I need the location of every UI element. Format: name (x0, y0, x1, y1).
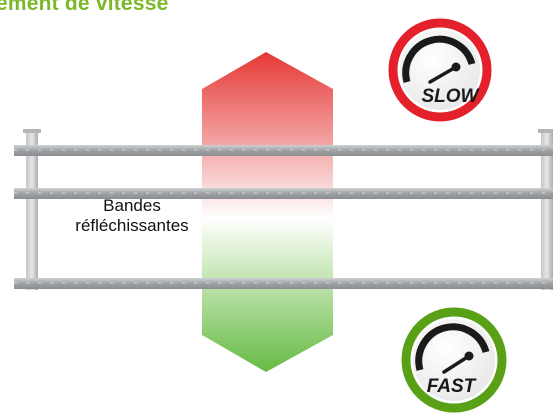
bands-label-line-2: réfléchissantes (75, 216, 189, 235)
slow-label: SLOW (422, 86, 481, 107)
reflective-band-top (14, 145, 553, 156)
reflective-band-bottom (14, 278, 553, 289)
right-post (538, 129, 553, 290)
bands-label-line-1: Bandes (103, 196, 161, 215)
speed-arrow (202, 52, 333, 372)
slow-speedometer-icon: SLOW (388, 18, 492, 122)
page-title: ement de vitesse (0, 0, 169, 15)
reflective-bands-label: Bandes réfléchissantes (62, 196, 202, 236)
fast-speedometer-icon: FAST (401, 307, 507, 413)
left-post (23, 129, 41, 290)
fast-label: FAST (427, 376, 477, 397)
reflective-band-middle (14, 188, 553, 199)
